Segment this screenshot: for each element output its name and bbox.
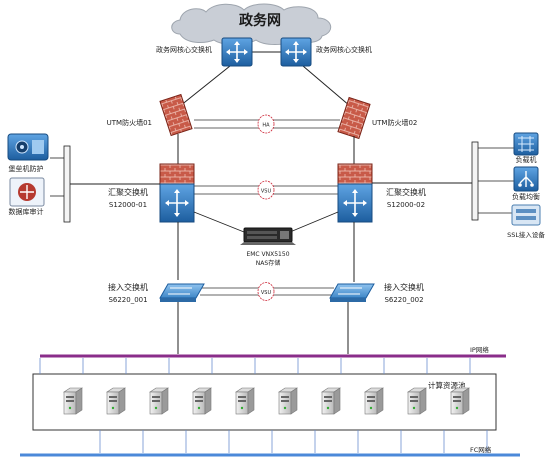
aggregation-right-model: S12000-02 <box>387 201 425 209</box>
vsu-badge-access <box>257 282 275 301</box>
firewall-left-label: UTM防火墙01 <box>107 118 152 127</box>
aggregation-left-model: S12000-01 <box>109 201 147 209</box>
storage-line2: NAS存储 <box>256 259 280 267</box>
right-device-bracket <box>372 141 514 221</box>
right-device-middle-label: 负载均衡 <box>512 192 540 201</box>
aggregation-right-title: 汇聚交换机 <box>386 187 426 197</box>
fc-network-label: FC网络 <box>470 445 492 454</box>
server-icon[interactable] <box>149 387 169 415</box>
database-audit-device[interactable] <box>9 177 45 207</box>
server-icon[interactable] <box>364 387 384 415</box>
ssl-access-device[interactable] <box>511 204 541 226</box>
right-device-top-label: 负载机 <box>516 155 537 164</box>
fc-drop-lines <box>99 430 488 453</box>
server-icon[interactable] <box>450 387 470 415</box>
access-switch-right[interactable] <box>329 283 375 302</box>
server-icon[interactable] <box>278 387 298 415</box>
access-left-model: S6220_001 <box>108 296 147 304</box>
vsu-access-label: VSU <box>261 290 272 296</box>
ip-drop-lines <box>39 358 471 374</box>
nas-storage[interactable] <box>240 227 296 245</box>
ha-badge <box>257 114 275 134</box>
aggregation-access-links <box>177 222 355 282</box>
core-switch-left-label: 政务网核心交换机 <box>156 45 212 54</box>
server-icon[interactable] <box>63 387 83 415</box>
access-right-model: S6220_002 <box>384 296 423 304</box>
bastion-host-device[interactable] <box>7 133 49 161</box>
core-links <box>179 38 351 107</box>
access-right-title: 接入交换机 <box>384 282 424 292</box>
firewall-aggregation-links <box>177 134 355 164</box>
left-device-top-label: 堡垒机防护 <box>9 164 44 173</box>
ha-label: HA <box>262 123 270 129</box>
firewall-right-label: UTM防火墙02 <box>372 118 417 127</box>
storage-links <box>193 211 339 233</box>
server-icon[interactable] <box>106 387 126 415</box>
server-icon[interactable] <box>192 387 212 415</box>
cloud-label: 政务网 <box>239 12 281 29</box>
vsu-aggregation-label: VSU <box>261 189 272 195</box>
access-left-title: 接入交换机 <box>108 282 148 292</box>
right-device-bottom-label: SSL接入设备 <box>507 230 545 239</box>
left-device-bottom-label: 数据库审计 <box>9 207 44 216</box>
access-bus-links <box>177 302 349 354</box>
aggregation-switch-left[interactable] <box>159 163 195 223</box>
firewall-left[interactable] <box>159 93 193 137</box>
storage-line1: EMC VNX5150 <box>246 251 289 258</box>
server-icon[interactable] <box>407 387 427 415</box>
ip-network-label: IP网络 <box>470 345 489 354</box>
compute-pool-box <box>32 373 497 431</box>
server-icon[interactable] <box>321 387 341 415</box>
aggregation-left-title: 汇聚交换机 <box>108 187 148 197</box>
left-device-bracket <box>50 145 160 223</box>
aggregation-switch-right[interactable] <box>337 163 373 223</box>
load-host-device[interactable] <box>513 132 539 156</box>
load-balancer-device[interactable] <box>513 166 539 192</box>
core-switch-right-label: 政务网核心交换机 <box>316 45 372 54</box>
compute-pool-label: 计算资源池 <box>428 380 466 390</box>
server-icon[interactable] <box>235 387 255 415</box>
firewall-right[interactable] <box>337 96 371 140</box>
server-group <box>63 387 470 415</box>
access-switch-left[interactable] <box>159 283 205 302</box>
vsu-badge-aggregation <box>257 180 275 200</box>
core-switch-right[interactable] <box>280 37 312 67</box>
core-switch-left[interactable] <box>221 37 253 67</box>
